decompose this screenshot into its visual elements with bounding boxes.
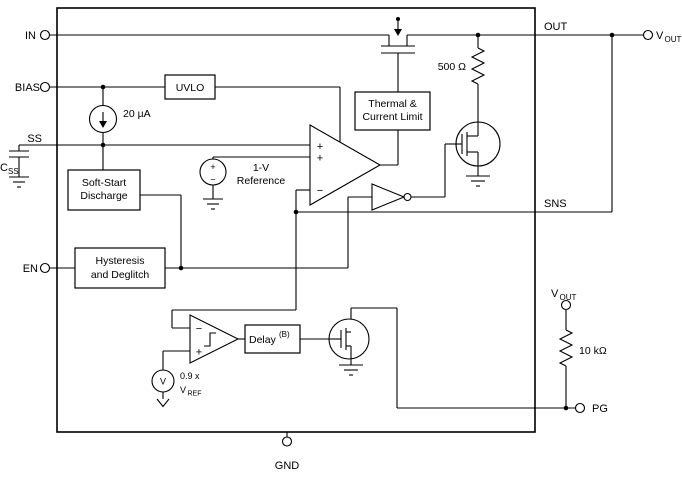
pg-terminal [574,402,586,414]
pg-comparator: − + [189,314,240,364]
reference-label-line2: Reference [237,175,286,187]
discharge-mosfet-icon [455,121,501,167]
down-arrow-icon [156,398,170,408]
pin-label-en: EN [23,263,38,275]
vref-label-main: V [180,385,186,395]
soft-start-capacitor-icon [9,150,29,158]
bias-terminal [39,81,51,93]
hysteresis-deglitch-block: Hysteresis and Deglitch [74,247,166,289]
pin-label-bias: BIAS [15,82,40,94]
reference-source-icon: + − [199,158,227,186]
vref-source-letter: V [160,377,166,387]
css-label-main: C [0,162,8,174]
gnd-terminal [281,436,293,447]
pullup-vout-label-sub: OUT [560,293,577,302]
ground-icon [466,166,490,187]
comparator-plus-sign: + [196,347,202,359]
amp-minus: − [317,185,323,197]
hysteresis-label-line1: Hysteresis [95,255,144,267]
comparator-minus-sign: − [196,323,202,335]
pass-mosfet-icon [381,17,415,54]
error-amplifier [309,124,382,206]
pullup-vout-terminal [560,299,572,311]
amp-plus-top: + [317,141,323,153]
thermal-current-limit-block: Thermal & Current Limit [354,91,431,131]
delay-label: Delay [249,334,277,346]
ground-icon [9,176,29,188]
reference-label-line1: 1-V [253,162,269,174]
hysteresis-icon [204,332,216,347]
inverter-bubble-icon [403,192,412,202]
pullup-resistor-icon [558,329,574,367]
bias-current-label: 20 µA [123,108,151,120]
softstart-label-line2: Discharge [80,190,127,202]
soft-start-discharge-block: Soft-Start Discharge [67,169,141,211]
current-arrow-icon [394,29,402,36]
vout-label-main: V [656,30,664,42]
discharge-resistor-label: 500 Ω [438,61,466,73]
delay-superscript: (B) [279,330,290,339]
discharge-resistor-icon [470,47,486,85]
in-terminal [39,29,51,41]
pullup-resistor-label: 10 kΩ [579,345,607,357]
pin-label-out: OUT [544,21,568,33]
pin-label-gnd: GND [275,460,300,472]
css-label-sub: SS [8,167,19,176]
pg-mosfet-icon [328,318,370,365]
uvlo-label: UVLO [176,82,205,94]
vout-label-sub: OUT [665,35,682,44]
vref-source-icon: V [151,369,175,408]
inverter-buffer [371,183,412,211]
reference-plus-sign: + [210,162,215,172]
vout-terminal [642,29,654,41]
current-source-icon [88,104,118,134]
ic-outline [56,7,536,433]
ground-icon [203,198,223,210]
junction-dots [100,32,615,411]
pin-label-sns: SNS [544,198,567,210]
uvlo-block: UVLO [164,74,216,100]
pin-label-pg: PG [592,403,608,415]
hysteresis-label-line2: and Deglitch [91,269,150,281]
amp-plus-mid: + [317,153,323,165]
softstart-label-line1: Soft-Start [82,177,126,189]
en-terminal [39,262,51,274]
thermal-label-line1: Thermal & [368,98,416,110]
vref-scale-label: 0.9 x [180,371,200,381]
wires [18,34,644,437]
reference-minus-sign: − [210,175,215,185]
vref-label-sub: REF [188,391,202,398]
ground-icon [339,364,363,376]
delay-block: Delay (B) [244,324,301,354]
thermal-label-line2: Current Limit [362,111,422,123]
pullup-vout-label-main: V [551,288,559,300]
pin-label-ss: SS [27,133,42,145]
pin-label-in: IN [25,30,36,42]
